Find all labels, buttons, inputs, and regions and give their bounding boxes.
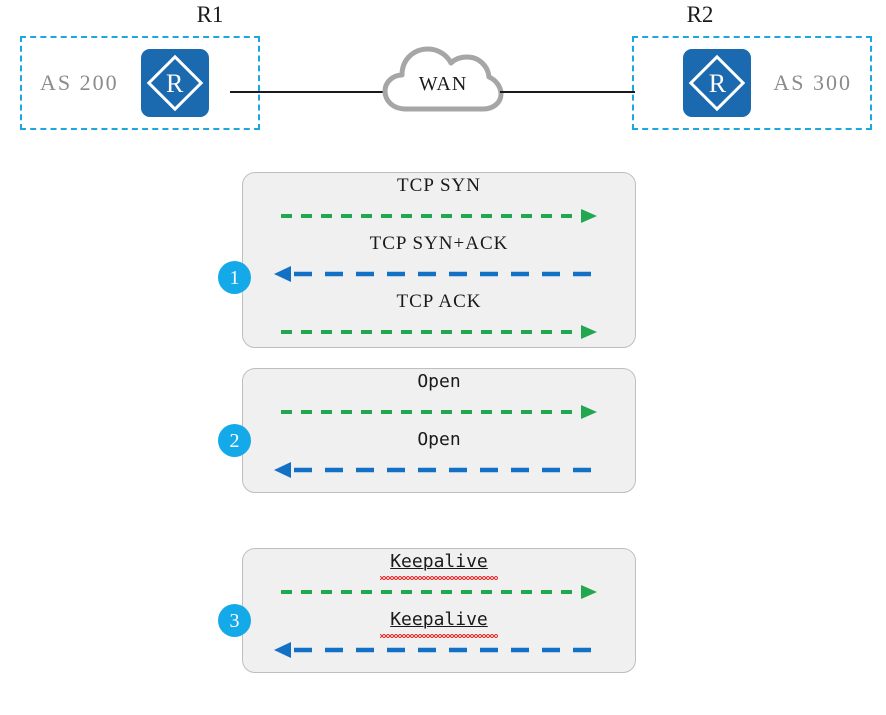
message-label: TCP SYN — [397, 175, 481, 196]
cloud-icon — [382, 46, 504, 112]
step-badge-1: 1 — [218, 261, 251, 294]
message-label: Open — [417, 429, 461, 450]
message-row: Keepalive — [243, 549, 635, 607]
link-wan-to-r2 — [500, 91, 635, 93]
arrow-left — [274, 266, 591, 282]
message-row: TCP ACK — [243, 289, 635, 347]
spellcheck-underline — [380, 576, 498, 580]
message-label: Keepalive — [390, 609, 488, 630]
as-zone-right: R AS 300 — [632, 36, 872, 130]
message-label: TCP ACK — [396, 291, 482, 312]
link-r1-to-wan — [230, 91, 388, 93]
router-icon-r2[interactable]: R — [683, 49, 752, 117]
router-r-glyph: R — [165, 68, 184, 98]
message-row: Open — [243, 427, 635, 485]
message-row: Keepalive — [243, 607, 635, 665]
message-label: Open — [417, 371, 461, 392]
arrow-left — [274, 642, 591, 658]
network-topology: R1 R2 AS 200 R WAN R AS 300 — [0, 0, 886, 150]
arrow-right — [281, 325, 597, 339]
message-list-1: TCP SYN TCP SYN+ACK TCP ACK — [243, 173, 635, 347]
arrow-right — [281, 209, 597, 223]
router-icon-r1[interactable]: R — [140, 49, 209, 117]
message-group-1: 1 TCP SYN TCP SYN+ACK TCP ACK — [218, 172, 636, 348]
step-badge-3: 3 — [218, 604, 251, 637]
message-row: Open — [243, 369, 635, 427]
router-label-r1: R1 — [196, 2, 224, 27]
message-row: TCP SYN — [243, 173, 635, 231]
wan-cloud-icon: WAN — [382, 44, 504, 116]
arrow-right — [281, 405, 597, 419]
message-row: TCP SYN+ACK — [243, 231, 635, 289]
spellcheck-underline — [380, 634, 498, 638]
step-badge-2: 2 — [218, 424, 251, 457]
router-label-r2: R2 — [686, 2, 714, 27]
as-zone-left: AS 200 R — [20, 36, 260, 130]
as-number-label-left: AS 200 — [40, 70, 119, 95]
message-label: TCP SYN+ACK — [369, 233, 509, 254]
wan-label: WAN — [418, 72, 468, 95]
arrow-right — [281, 585, 597, 599]
arrow-left — [274, 462, 591, 478]
as-number-label-right: AS 300 — [773, 70, 852, 95]
router-r-glyph: R — [708, 68, 727, 98]
message-label: Keepalive — [390, 551, 488, 572]
